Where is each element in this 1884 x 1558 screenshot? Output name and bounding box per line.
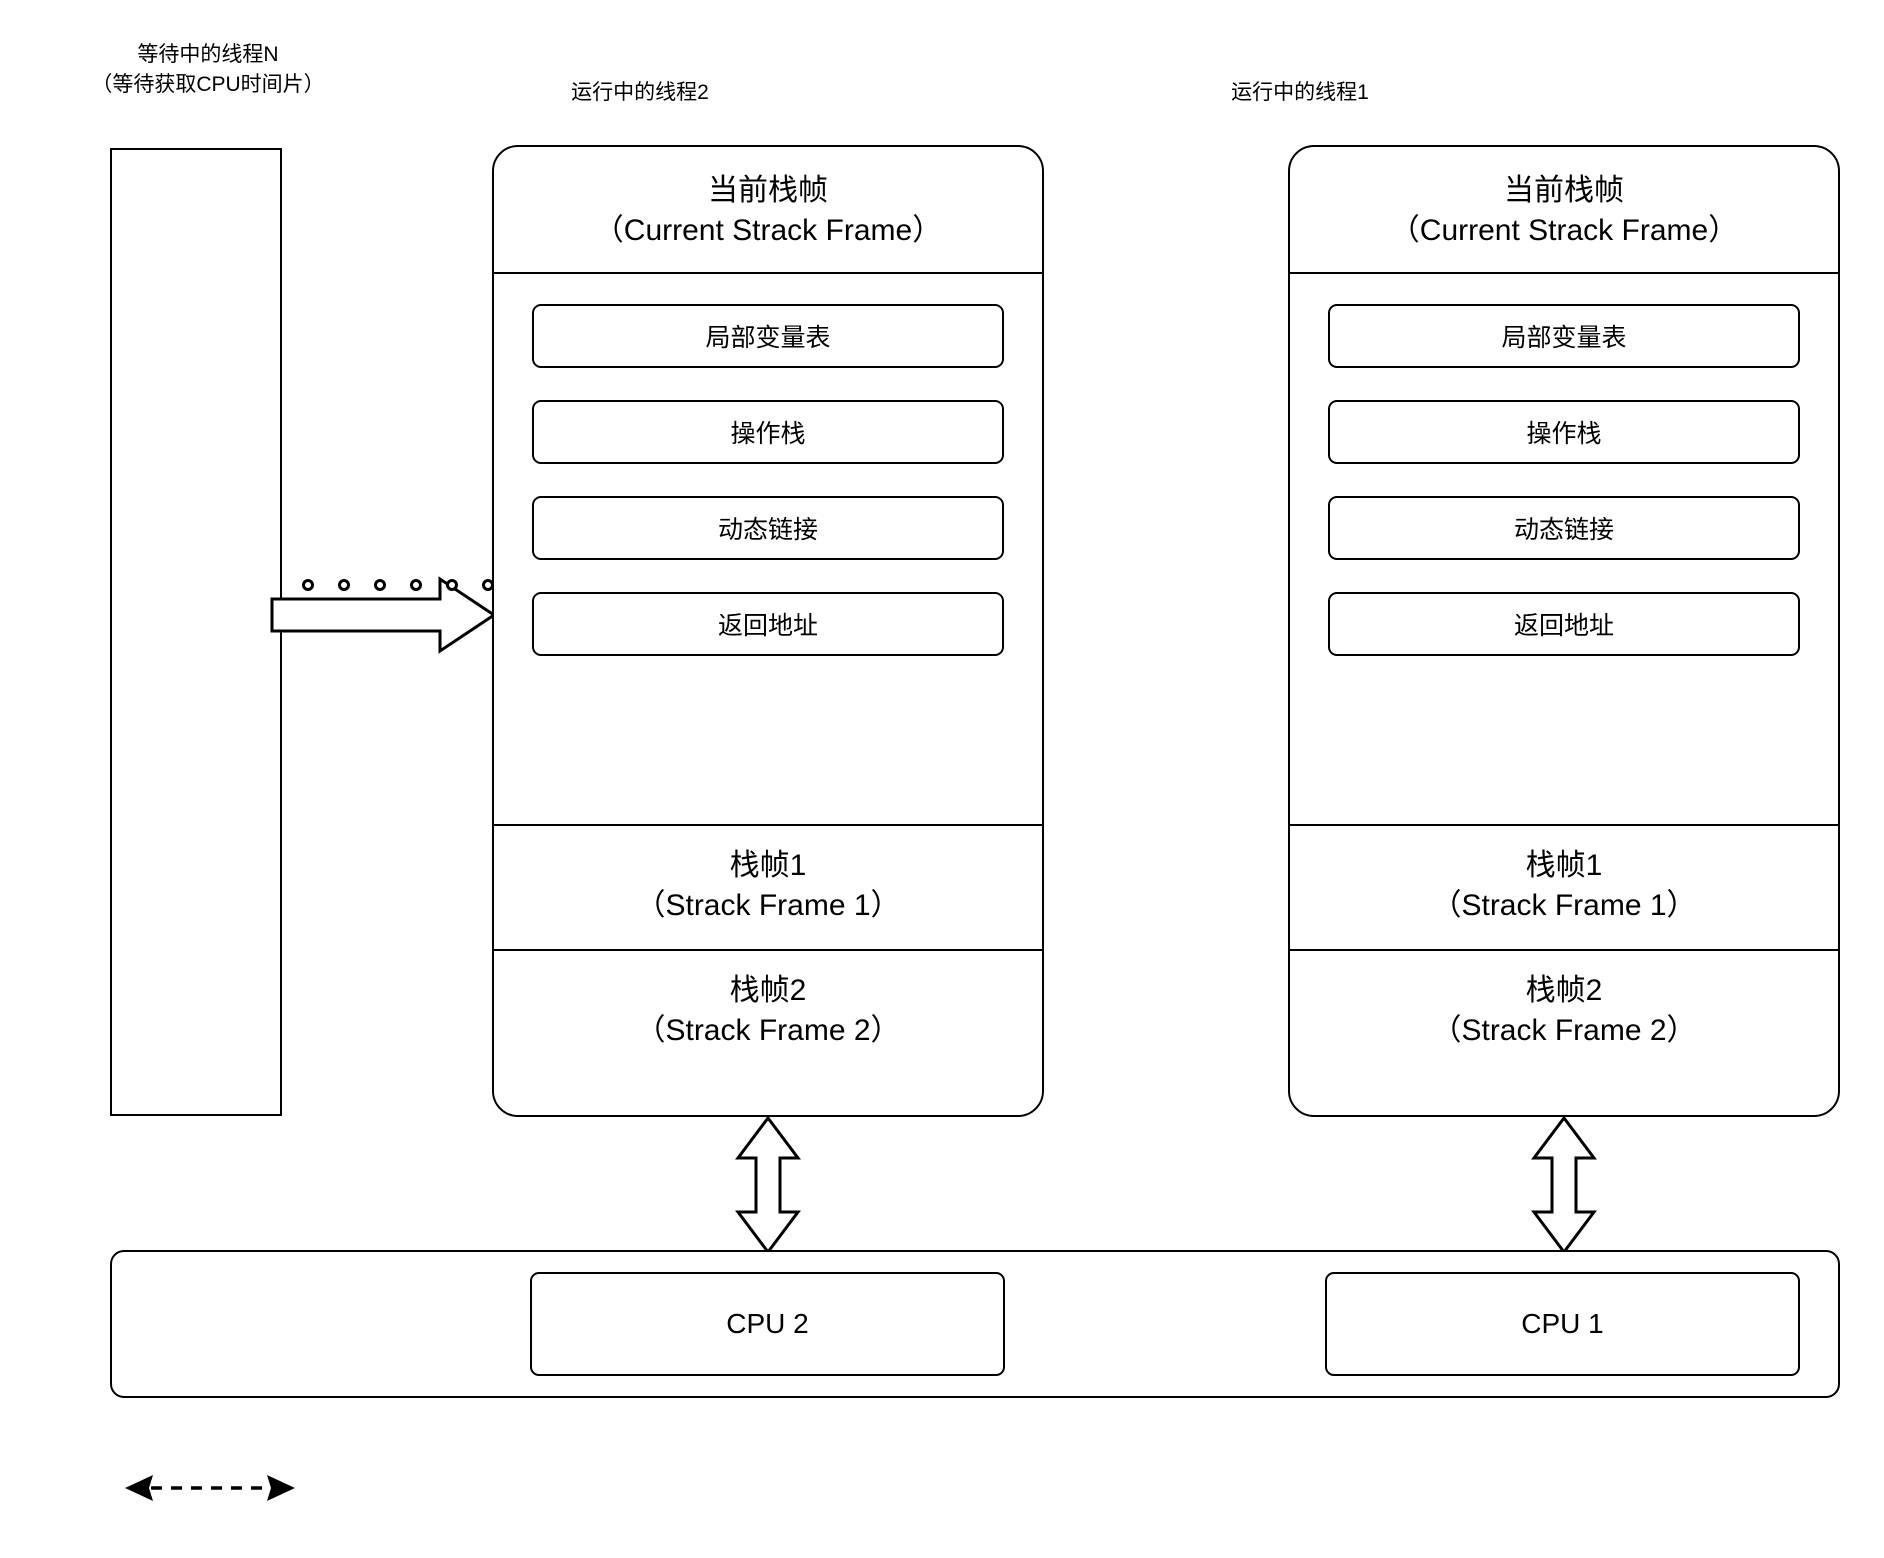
waiting-thread-bar <box>110 148 282 1116</box>
thread-1-current-frame-en: （Current Strack Frame） <box>1389 213 1739 247</box>
thread-2-slot-dynamic-link: 动态链接 <box>532 496 1004 561</box>
thread-2-slot-return-address: 返回地址 <box>532 592 1004 657</box>
thread-1-frame-slots: 局部变量表 操作栈 动态链接 返回地址 <box>1290 274 1838 827</box>
thread-2-cpu-double-arrow <box>732 1115 804 1255</box>
thread-2-stack-frame-2: 栈帧2 （Strack Frame 2） <box>494 951 1042 1090</box>
legend-dashed-double-arrow <box>125 1468 295 1508</box>
thread-1-slot-operand-stack: 操作栈 <box>1328 400 1800 465</box>
thread-2-stack: 当前栈帧 （Current Strack Frame） 局部变量表 操作栈 动态… <box>492 145 1044 1117</box>
thread-1-stack-frame-1-en: （Strack Frame 1） <box>1431 888 1697 922</box>
thread-1-current-frame-zh: 当前栈帧 <box>1504 174 1624 207</box>
cpu-1-box: CPU 1 <box>1325 1272 1800 1376</box>
thread-2-slot-local-variable-table: 局部变量表 <box>532 304 1004 369</box>
thread-2-stack-frame-2-zh: 栈帧2 <box>729 974 807 1008</box>
cpu-2-box: CPU 2 <box>530 1272 1005 1376</box>
thread-2-frame-slots: 局部变量表 操作栈 动态链接 返回地址 <box>494 274 1042 827</box>
thread-2-stack-frame-1-en: （Strack Frame 1） <box>635 888 901 922</box>
thread-1-slot-return-address: 返回地址 <box>1328 592 1800 657</box>
thread-2-slot-operand-stack: 操作栈 <box>532 400 1004 465</box>
thread-1-stack-frame-2-zh: 栈帧2 <box>1525 974 1603 1008</box>
thread-1-cpu-double-arrow <box>1528 1115 1600 1255</box>
thread-2-current-frame-en: （Current Strack Frame） <box>593 213 943 247</box>
thread-2-stack-frame-1: 栈帧1 （Strack Frame 1） <box>494 826 1042 952</box>
arrow-dot-group <box>302 579 494 591</box>
thread-2-stack-frame-2-en: （Strack Frame 2） <box>635 1013 901 1047</box>
caption-waiting-thread: 等待中的线程N （等待获取CPU时间片） <box>91 43 325 97</box>
thread-1-slot-dynamic-link: 动态链接 <box>1328 496 1800 561</box>
caption-running-thread-2: 运行中的线程2 <box>571 81 709 104</box>
thread-1-stack-frame-2-en: （Strack Frame 2） <box>1431 1013 1697 1047</box>
waiting-to-running-arrow <box>270 575 502 655</box>
thread-1-stack-frame-2: 栈帧2 （Strack Frame 2） <box>1290 951 1838 1090</box>
thread-1-stack-frame-1: 栈帧1 （Strack Frame 1） <box>1290 826 1838 952</box>
thread-1-slot-local-variable-table: 局部变量表 <box>1328 304 1800 369</box>
thread-2-stack-frame-1-zh: 栈帧1 <box>729 849 807 883</box>
thread-2-current-frame-zh: 当前栈帧 <box>708 174 828 207</box>
thread-1-stack-frame-1-zh: 栈帧1 <box>1525 849 1603 883</box>
thread-1-current-frame-header: 当前栈帧 （Current Strack Frame） <box>1290 147 1838 275</box>
thread-1-stack: 当前栈帧 （Current Strack Frame） 局部变量表 操作栈 动态… <box>1288 145 1840 1117</box>
thread-2-current-frame-header: 当前栈帧 （Current Strack Frame） <box>494 147 1042 275</box>
caption-running-thread-1: 运行中的线程1 <box>1231 81 1369 104</box>
